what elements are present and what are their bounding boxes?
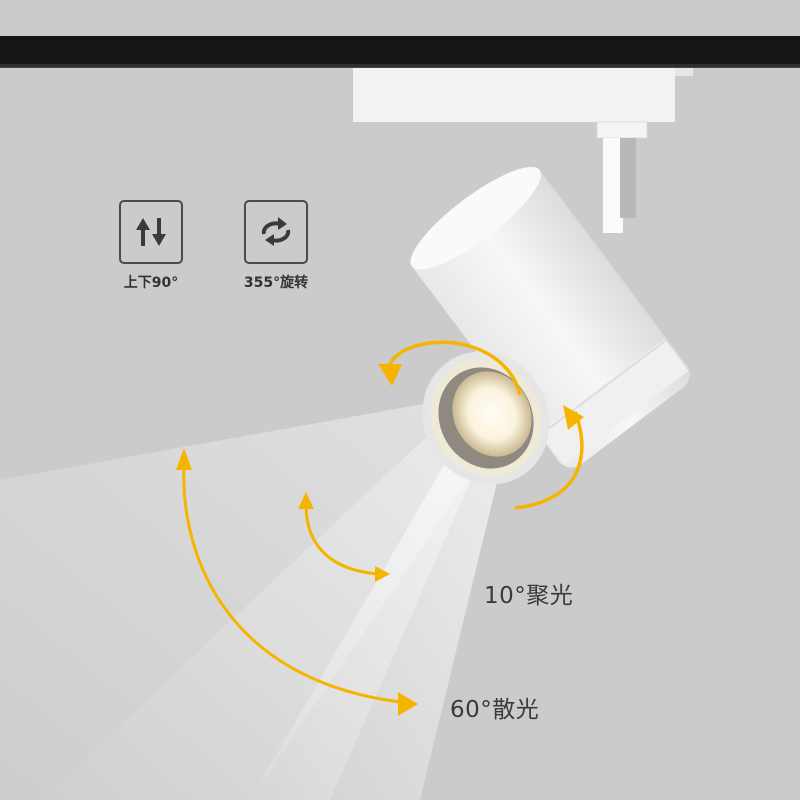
track-adapter	[353, 64, 675, 122]
spot-beam-label: 10°聚光	[484, 583, 574, 609]
stem-arm	[603, 138, 623, 233]
lens	[452, 371, 532, 457]
spot-beam	[250, 420, 500, 800]
feature-tilt: 上下90°	[116, 200, 186, 292]
rotate-arrows-icon	[244, 200, 308, 264]
flood-beam-label: 60°散光	[450, 697, 540, 723]
feature-tilt-label: 上下90°	[123, 275, 179, 291]
feature-rotate-label: 355°旋转	[243, 275, 309, 291]
mid-beam	[40, 410, 485, 800]
lighting-track	[0, 36, 800, 67]
rotate-arrow-bottom	[514, 411, 584, 510]
up-down-arrows-icon	[119, 200, 183, 264]
stem-collar	[596, 121, 648, 139]
flood-angle-arc	[182, 464, 401, 704]
feature-rotate: 355°旋转	[236, 200, 316, 292]
spot-angle-arc	[304, 504, 379, 576]
